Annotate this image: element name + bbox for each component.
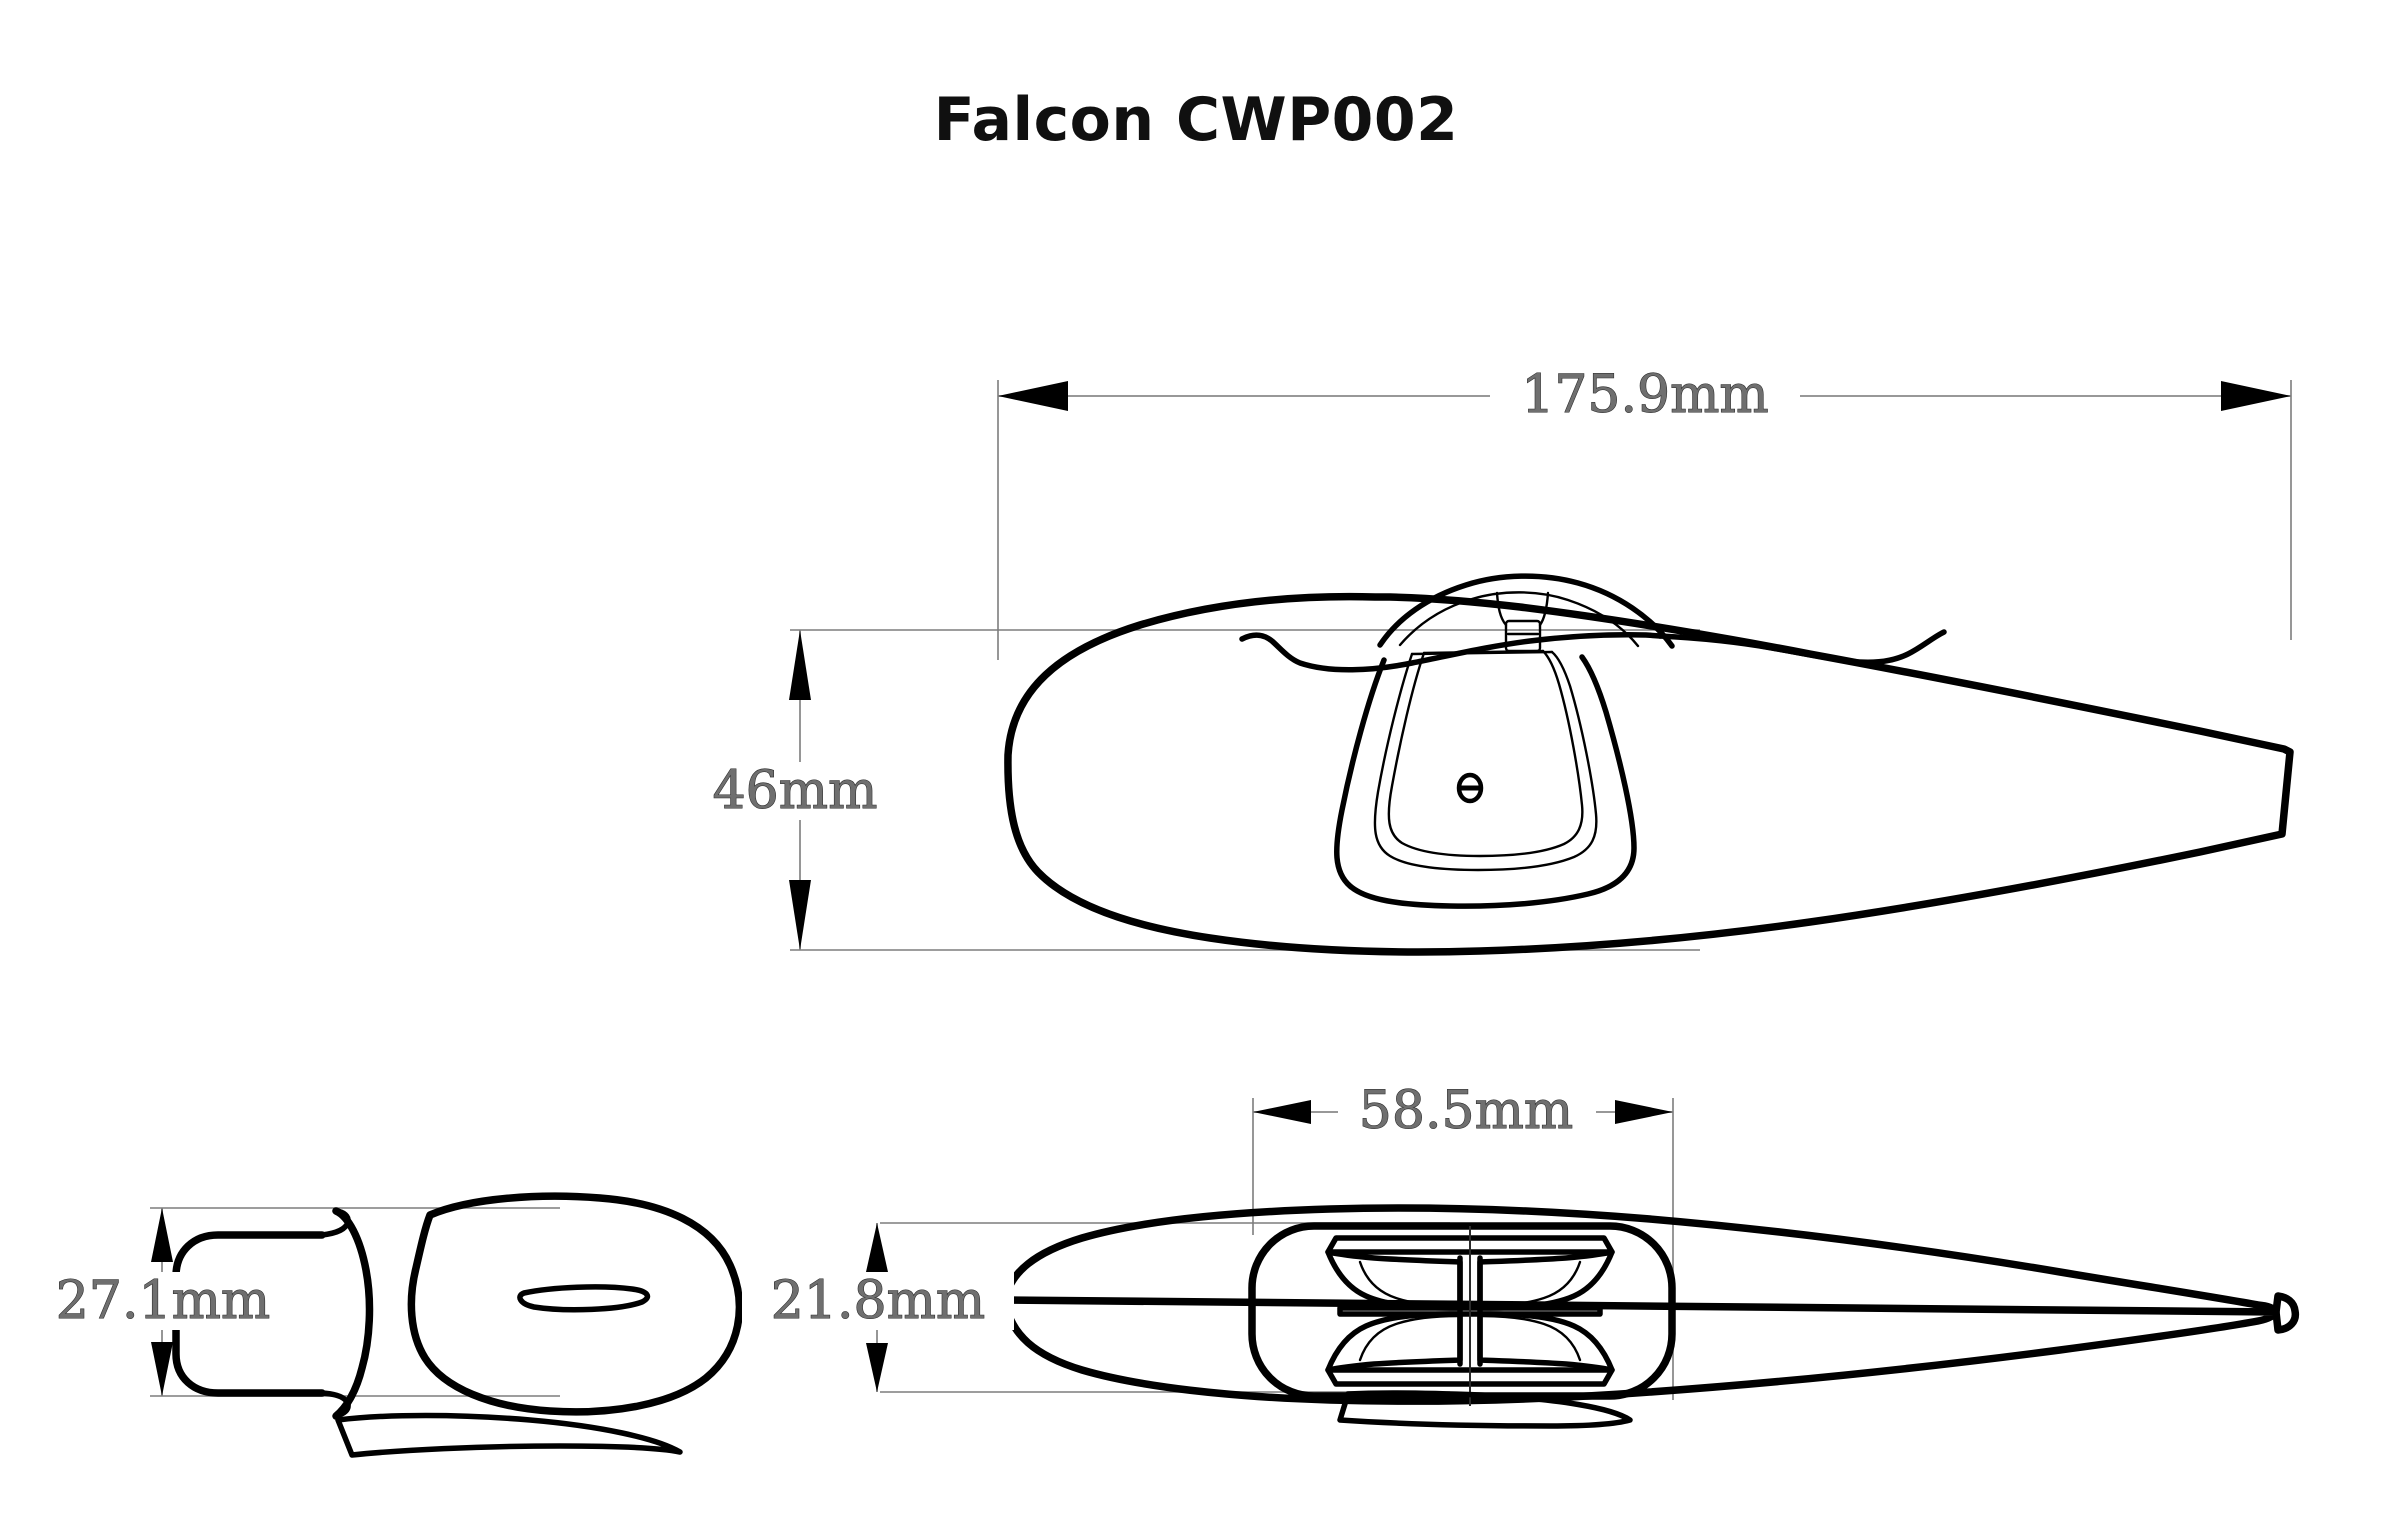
dimension-label-length: 175.9mm <box>1521 365 1768 425</box>
top-view-socket-outer <box>1334 654 1637 909</box>
dimension-width: 46mm <box>690 630 900 950</box>
arrowhead-vent-left <box>1253 1100 1311 1124</box>
top-view-arch-clip-inner <box>1398 591 1640 648</box>
dimension-vent-width: 58.5mm <box>1253 1080 1673 1142</box>
top-view-socket-inner <box>1387 649 1584 858</box>
dimension-label-backing-length <box>1490 365 1800 427</box>
arrowhead-width-bottom <box>789 880 811 950</box>
front-view <box>150 1192 744 1458</box>
dimension-label-vent-width: 58.5mm <box>1359 1081 1573 1141</box>
dimension-length: 175.9mm <box>998 364 2291 427</box>
bottom-view-vent-louver-tr <box>1477 1249 1615 1311</box>
bottom-view-vent-louver-bl <box>1325 1311 1463 1373</box>
dimension-label-backing-height-front <box>28 1272 298 1330</box>
front-view-body-left-edge <box>332 1207 374 1420</box>
bottom-view <box>880 1098 2300 1429</box>
top-view-deck-ridge-right <box>1657 629 1947 666</box>
top-view <box>790 380 2294 956</box>
arrowhead-height-front-top <box>151 1208 173 1262</box>
top-view-deck-ridge-left <box>1239 632 1663 673</box>
bottom-view-vent-louver-br <box>1477 1311 1615 1373</box>
screw-hole-icon <box>1456 772 1484 804</box>
bottom-view-vent-divider-horizontal <box>1337 1305 1603 1317</box>
front-view-foot-tab <box>335 1412 683 1458</box>
top-view-arch-clip-outer <box>1377 573 1675 649</box>
arrowhead-height-bottom-bottom <box>866 1343 888 1392</box>
top-view-arch-shoulder-right <box>1538 591 1550 627</box>
dimension-height-front: 27.1mm <box>28 1208 298 1396</box>
arrowhead-height-front-bottom <box>151 1342 173 1396</box>
bottom-view-body-lower <box>1001 1296 2280 1405</box>
arrowhead-height-bottom-top <box>866 1223 888 1272</box>
arrowhead-length-left <box>998 381 1068 411</box>
bottom-view-foot-lip <box>1337 1390 1633 1429</box>
dimension-label-width: 46mm <box>713 761 878 821</box>
front-view-slot <box>517 1284 651 1313</box>
top-view-body-outline <box>1004 592 2294 956</box>
page-title: Falcon CWP002 <box>934 85 1459 155</box>
bottom-view-body-upper <box>1001 1204 2300 1334</box>
top-view-arch-shoulder-left <box>1495 591 1508 627</box>
dimension-label-backing-vent <box>1338 1082 1596 1140</box>
front-view-body-oval <box>407 1192 744 1416</box>
dimension-label-backing-height-bottom <box>742 1272 1014 1330</box>
top-view-socket-top-edge-2 <box>1410 650 1554 656</box>
dimension-label-height-bottom: 21.8mm <box>771 1271 985 1331</box>
arrowhead-width-top <box>789 630 811 700</box>
arrowhead-vent-right <box>1615 1100 1673 1124</box>
dimension-label-height-front: 27.1mm <box>56 1271 270 1331</box>
top-view-socket-middle <box>1373 650 1598 872</box>
arrowhead-length-right <box>2221 381 2291 411</box>
dimension-height-bottom: 21.8mm <box>742 1223 1014 1392</box>
dimension-label-backing-width <box>690 762 900 820</box>
